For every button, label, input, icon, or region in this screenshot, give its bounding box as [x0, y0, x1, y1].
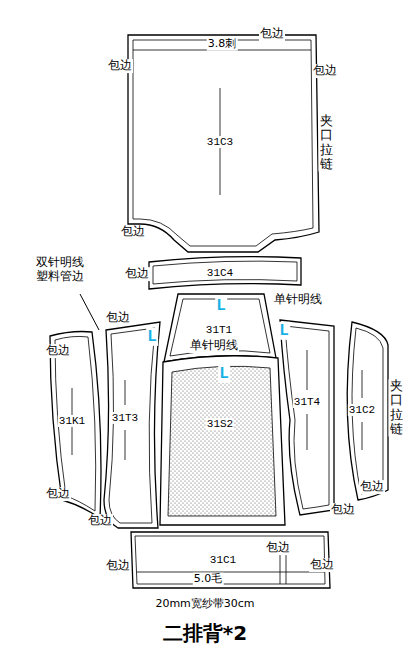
pattern-outline	[149, 257, 301, 289]
pattern-outline	[153, 261, 297, 284]
sewing-note: 包边	[259, 27, 285, 41]
pattern-outline	[164, 294, 276, 362]
sewing-note: 包边	[45, 487, 71, 501]
sewing-note: 包边	[107, 59, 133, 73]
direction-mark: L	[215, 297, 227, 315]
sewing-note: 5.0毛	[193, 573, 224, 586]
sewing-note: 包边	[45, 344, 71, 358]
pattern-outline	[109, 328, 155, 523]
pattern-outline	[125, 430, 126, 460]
sewing-note: 包边	[87, 514, 113, 528]
sewing-note: 包边	[265, 541, 291, 555]
pattern-outline	[168, 366, 276, 516]
pattern-piece: 31C1	[126, 528, 334, 592]
pattern-outline	[160, 356, 285, 525]
diagram-title: 二排背*2	[163, 620, 247, 647]
sewing-note: 包边	[124, 267, 150, 281]
sewing-note: 3.8刺	[207, 38, 238, 51]
part-number: 31C1	[209, 554, 237, 566]
pattern-piece: 31C2	[338, 316, 394, 506]
sewing-note: 包边	[359, 480, 385, 494]
sewing-note: 单针明线	[189, 339, 239, 353]
piece-shape	[98, 318, 166, 532]
pattern-outline	[131, 532, 330, 588]
pattern-outline	[133, 40, 313, 246]
pattern-piece: 31T3	[98, 318, 166, 532]
pattern-outline	[128, 35, 319, 252]
part-number: 31T1	[205, 324, 233, 336]
part-number: 31T3	[111, 412, 139, 424]
direction-mark: L	[278, 322, 290, 340]
pattern-outline	[347, 322, 388, 500]
pattern-outline	[137, 572, 325, 573]
pattern-outline	[307, 414, 308, 450]
part-number: 31K1	[58, 415, 86, 427]
part-number: 31C4	[206, 267, 234, 279]
sewing-note: 包边	[120, 225, 146, 239]
sewing-note: 双针明线 塑料管边	[33, 256, 87, 284]
pattern-outline	[280, 320, 334, 515]
pattern-outline	[362, 370, 363, 398]
part-number: 31C3	[206, 136, 234, 148]
piece-shape	[274, 312, 340, 520]
part-number: 31S2	[206, 418, 234, 430]
sewing-note: 包边	[105, 559, 131, 573]
pattern-outline	[104, 322, 160, 528]
vertical-note: 夹口拉链	[389, 379, 404, 436]
sewing-note: 包边	[309, 558, 335, 572]
direction-mark: L	[218, 365, 230, 383]
leader-line	[80, 294, 99, 330]
pattern-outline	[285, 326, 329, 509]
sewing-note: 包边	[105, 311, 131, 325]
pattern-piece: 31C4	[144, 250, 306, 294]
sewing-note: 20mm宽纱带30cm	[154, 598, 255, 611]
part-number: 31C2	[348, 404, 376, 416]
sewing-note: 包边	[330, 503, 356, 517]
pattern-outline	[135, 536, 325, 584]
part-number: 31T4	[293, 396, 321, 408]
pattern-outline	[307, 350, 308, 390]
pattern-outline	[362, 422, 363, 450]
direction-mark: L	[146, 328, 158, 346]
sewing-note: 包边	[312, 64, 338, 78]
sewing-note: 单针明线	[273, 293, 323, 307]
pattern-outline	[55, 336, 96, 511]
pattern-piece: 31C3	[120, 30, 324, 258]
pattern-piece: 31T4	[274, 312, 340, 520]
pattern-outline	[125, 380, 126, 405]
vertical-note: 夹口拉链	[319, 114, 334, 171]
